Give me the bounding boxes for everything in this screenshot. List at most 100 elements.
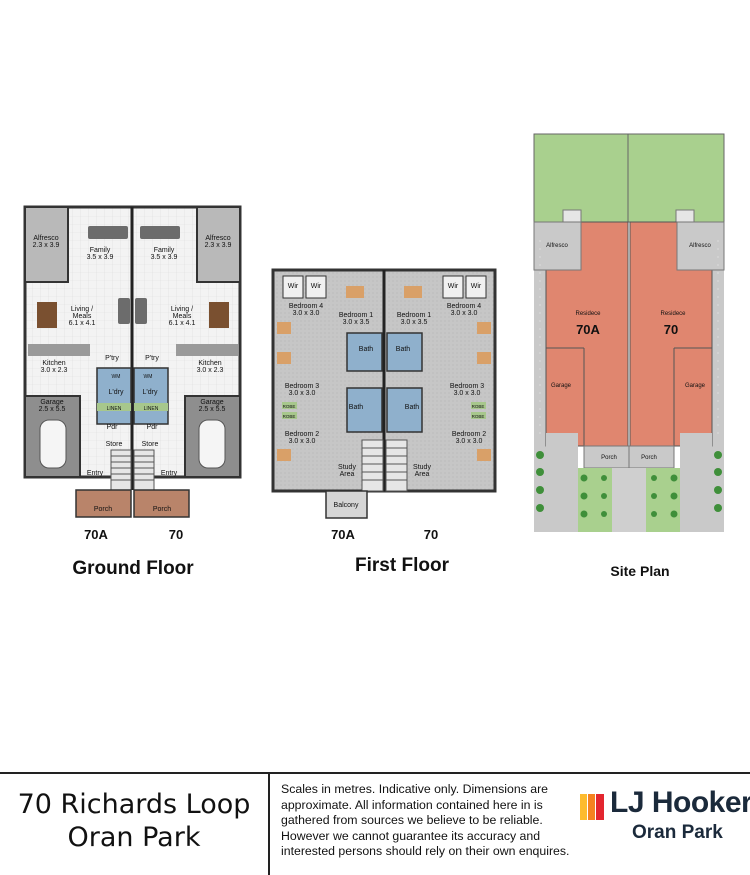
- bed-icon: [477, 322, 491, 334]
- gf-entry-label: Entry: [161, 470, 178, 477]
- ff-bed2-dim: 3.0 x 3.0: [456, 438, 483, 445]
- gf-laundry-label: L'dry: [143, 389, 158, 396]
- ff-bed2-label: Bedroom 2: [285, 431, 319, 438]
- robe-shelf: [282, 402, 297, 409]
- gf-powder-label: Pdr: [147, 424, 159, 431]
- ff-balcony-label: Balcony: [334, 502, 359, 509]
- ff-robe-label: ROBE: [472, 404, 485, 409]
- site-residence-label: Residece: [575, 311, 601, 317]
- gf-store-label: Store: [142, 441, 159, 448]
- ff-bed3-dim: 3.0 x 3.0: [289, 390, 316, 397]
- gf-porch-label: Porch: [94, 506, 112, 513]
- armchair-icon: [135, 298, 147, 324]
- ff-bed4-dim: 3.0 x 3.0: [451, 310, 478, 317]
- site-unit-70a: 70A: [576, 322, 600, 337]
- ff-bed4-dim: 3.0 x 3.0: [293, 310, 320, 317]
- site-unit-70: 70: [664, 322, 678, 337]
- gf-kitchen-label: Kitchen: [42, 360, 65, 367]
- gf-living-label: Living /: [171, 306, 193, 313]
- ff-unit-label-a: 70A: [331, 527, 355, 542]
- ff-robe-label: ROBE: [283, 414, 296, 419]
- gf-kitchen-dim: 3.0 x 2.3: [197, 367, 224, 374]
- bed-icon: [346, 286, 364, 298]
- site-plan: Alfresco Alfresco Residece Residece Gara…: [533, 133, 725, 579]
- ff-wir-label: Wir: [448, 283, 459, 290]
- ff-study-label: Study: [338, 464, 356, 471]
- disclaimer-text: Scales in metres. Indicative only. Dimen…: [281, 782, 570, 859]
- site-residence-label: Residece: [660, 311, 686, 317]
- car-icon: [198, 419, 226, 469]
- gf-living-dim: 6.1 x 4.1: [69, 320, 96, 327]
- gf-family-dim: 3.5 x 3.9: [151, 254, 178, 261]
- wir-right-a: [442, 275, 464, 299]
- lj-hooker-logo: LJ Hooker Oran Park: [580, 786, 750, 862]
- gf-pantry-label: P'try: [145, 355, 159, 362]
- gf-porch-label: Porch: [153, 506, 171, 513]
- gf-unit-label-a: 70A: [84, 527, 108, 542]
- property-address: 70 Richards Loop Oran Park: [8, 788, 260, 854]
- bed-icon: [277, 352, 291, 364]
- gf-living-dim: 6.1 x 4.1: [169, 320, 196, 327]
- wir-right-b: [465, 275, 487, 299]
- main-bath-left: [346, 387, 383, 433]
- main-bath-right: [386, 387, 423, 433]
- gf-kitchen-dim: 3.0 x 2.3: [41, 367, 68, 374]
- gf-garage-label: Garage: [200, 399, 223, 406]
- ff-bed1-label: Bedroom 1: [339, 312, 373, 319]
- ff-wir-label: Wir: [471, 283, 482, 290]
- gf-powder-label: Pdr: [107, 424, 119, 431]
- floor-plan-drawing: Alfresco 2.3 x 3.9 Alfresco 2.3 x 3.9 Fa…: [23, 133, 725, 579]
- balcony-area: [325, 490, 368, 519]
- ff-bed3-dim: 3.0 x 3.0: [454, 390, 481, 397]
- steps-icon: [562, 209, 582, 223]
- site-porch-label: Porch: [601, 455, 617, 461]
- gf-store-label: Store: [106, 441, 123, 448]
- alfresco-area-right: [196, 206, 241, 283]
- ff-area-label: Area: [415, 471, 430, 478]
- gf-alfresco-dim: 2.3 x 3.9: [33, 242, 60, 249]
- site-garage-label: Garage: [685, 383, 706, 389]
- ground-floor-plan: Alfresco 2.3 x 3.9 Alfresco 2.3 x 3.9 Fa…: [23, 205, 242, 579]
- ff-bath-label: Bath: [405, 404, 420, 411]
- driveway-right: [680, 433, 712, 532]
- site-plan-title: Site Plan: [610, 563, 669, 579]
- armchair-icon: [118, 298, 130, 324]
- gf-family-dim: 3.5 x 3.9: [87, 254, 114, 261]
- footer-divider: [268, 774, 270, 875]
- gf-alfresco-label: Alfresco: [33, 235, 58, 242]
- sofa-icon: [140, 226, 180, 239]
- gf-living-label: Living /: [71, 306, 93, 313]
- sofa-icon: [88, 226, 128, 239]
- gf-family-label: Family: [154, 247, 175, 254]
- ff-area-label: Area: [340, 471, 355, 478]
- robe-shelf: [471, 402, 486, 409]
- gf-alfresco-dim: 2.3 x 3.9: [205, 242, 232, 249]
- laundry-powder-left: [96, 367, 132, 425]
- ff-bed1-label: Bedroom 1: [397, 312, 431, 319]
- ff-bath-label: Bath: [396, 346, 411, 353]
- ff-bath-label: Bath: [349, 404, 364, 411]
- steps-icon: [675, 209, 695, 223]
- ff-bed2-dim: 3.0 x 3.0: [289, 438, 316, 445]
- ff-bed4-label: Bedroom 4: [447, 303, 481, 310]
- ensuite-bath-right: [386, 332, 423, 372]
- ff-bath-label: Bath: [359, 346, 374, 353]
- ff-bed4-label: Bedroom 4: [289, 303, 323, 310]
- ff-wir-label: Wir: [311, 283, 322, 290]
- linen-shelf: [134, 403, 168, 411]
- ensuite-bath-left: [346, 332, 383, 372]
- bed-icon: [477, 449, 491, 461]
- bed-icon: [277, 322, 291, 334]
- gf-alfresco-label: Alfresco: [205, 235, 230, 242]
- gf-meals-label: Meals: [173, 313, 192, 320]
- gf-linen-label: LINEN: [144, 406, 159, 412]
- ff-bed1-dim: 3.0 x 3.5: [343, 319, 370, 326]
- linen-shelf: [97, 403, 131, 411]
- driveway-left: [546, 433, 578, 532]
- ff-wir-label: Wir: [288, 283, 299, 290]
- car-icon: [39, 419, 67, 469]
- gf-kitchen-label: Kitchen: [198, 360, 221, 367]
- gf-laundry-label: L'dry: [109, 389, 124, 396]
- ff-bed2-label: Bedroom 2: [452, 431, 486, 438]
- site-garage-label: Garage: [551, 383, 572, 389]
